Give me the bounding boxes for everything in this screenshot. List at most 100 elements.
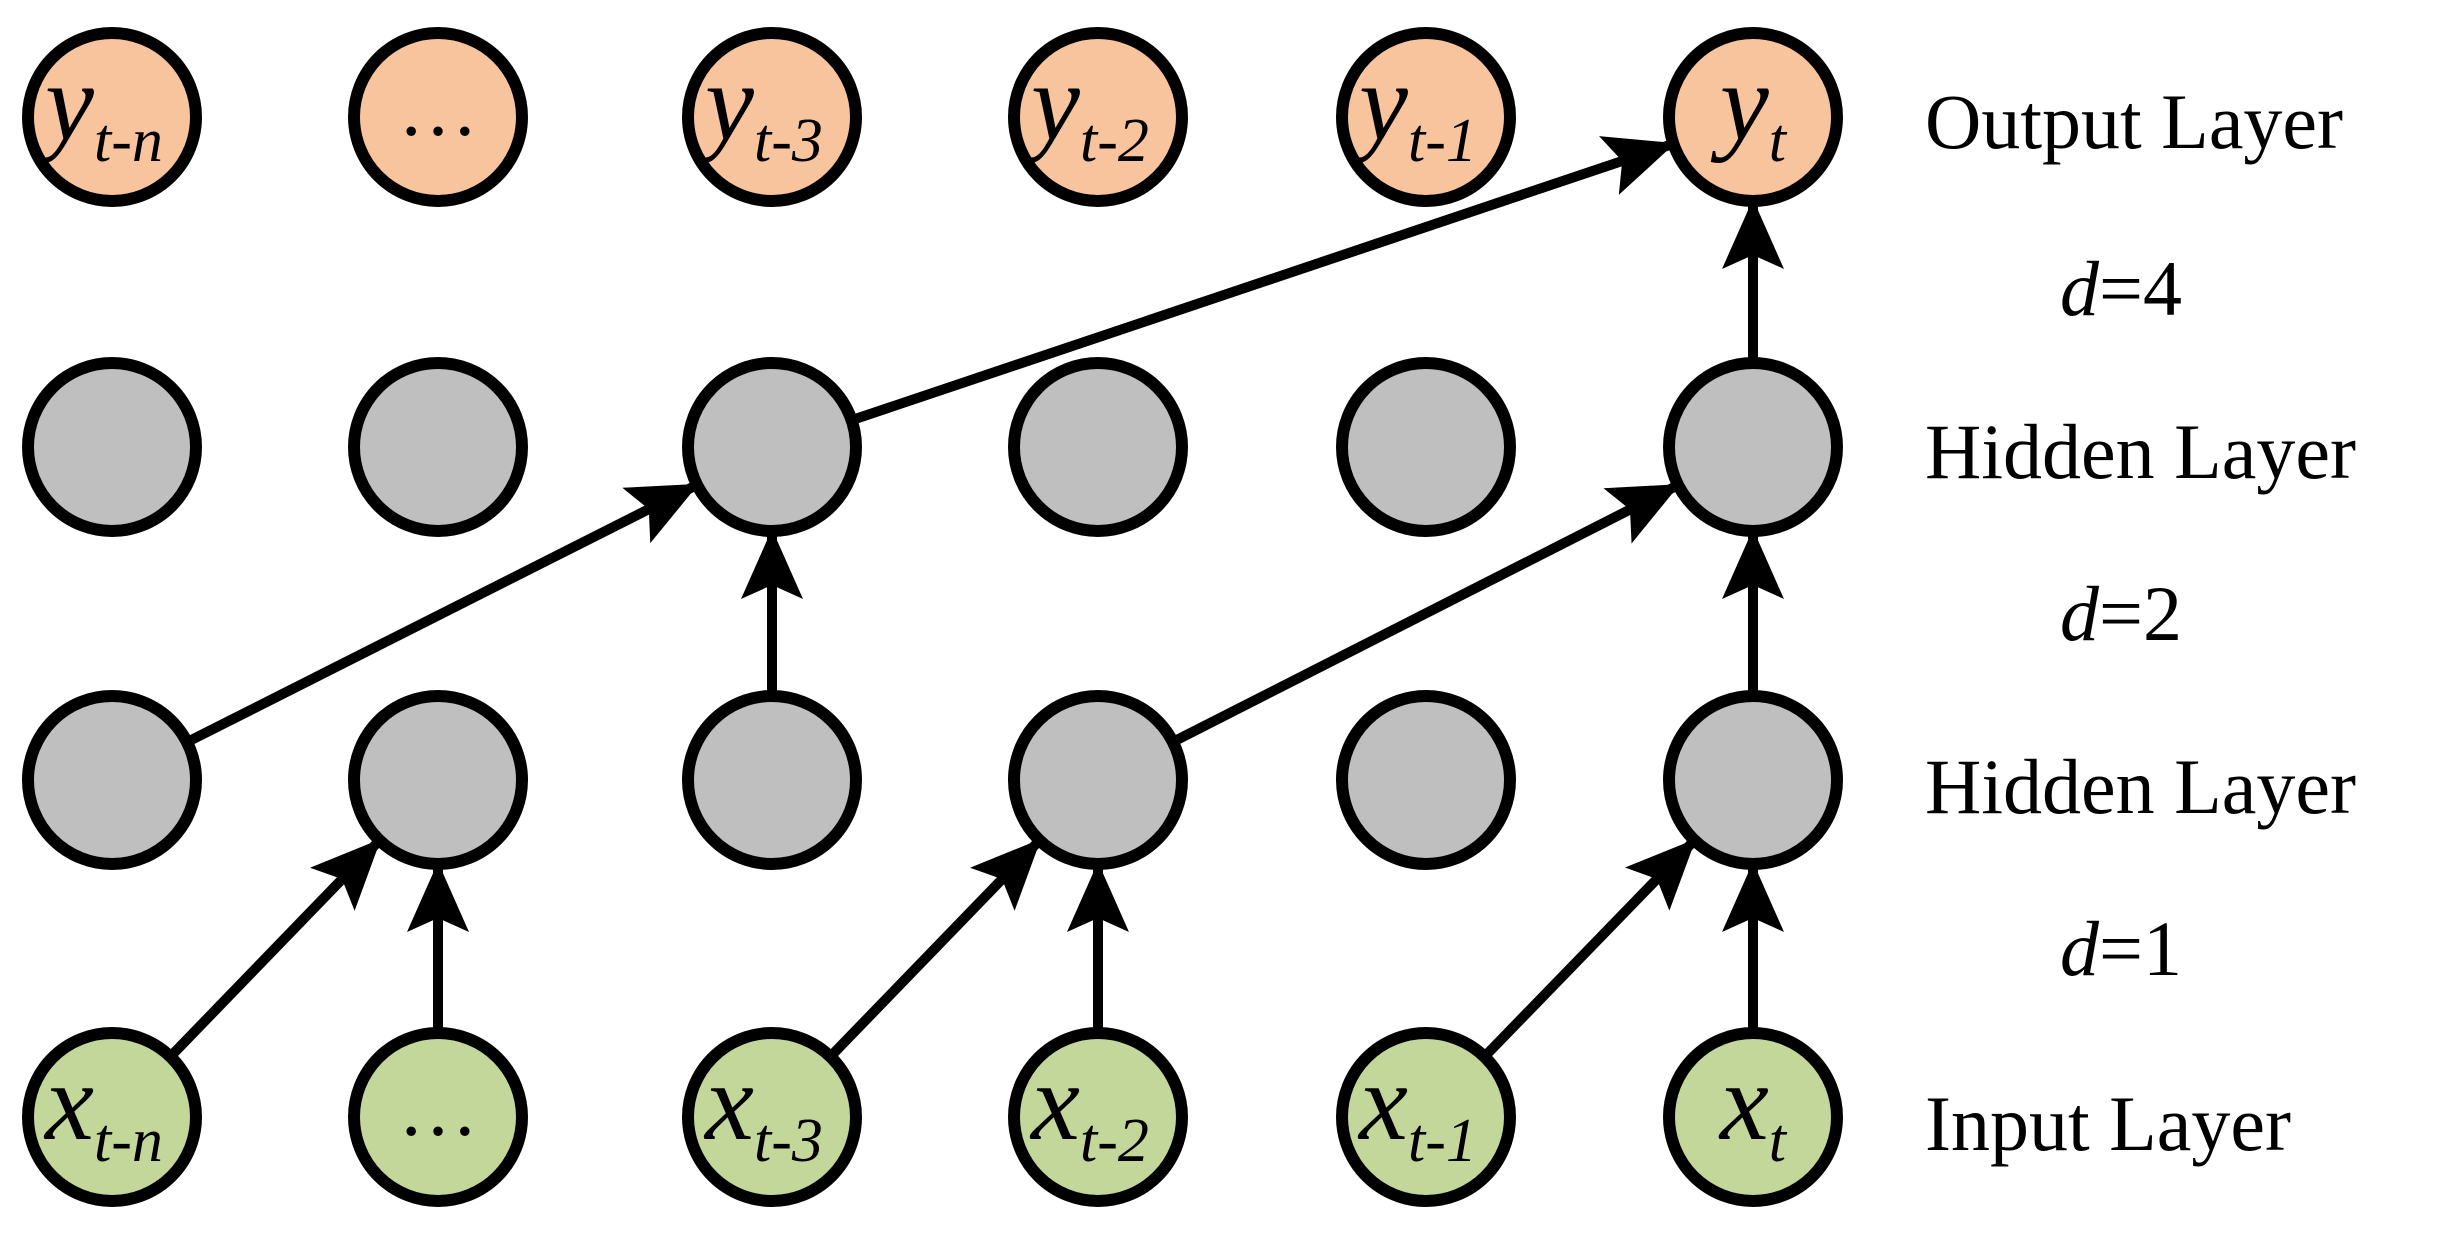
output-node-4: yt-1 — [1336, 27, 1516, 207]
input-node-label-3-subscript: t-2 — [1080, 1107, 1149, 1175]
hidden-1-node-circle — [682, 690, 862, 870]
input-node-label-5-subscript: t — [1769, 1107, 1788, 1175]
output-node-1: … — [348, 27, 528, 207]
input-node-circle — [1663, 1027, 1843, 1207]
output-node-label-5-subscript: t — [1769, 107, 1788, 175]
output-node-label-2-subscript: t-3 — [754, 107, 823, 175]
hidden-1-node-4 — [1336, 690, 1516, 870]
hidden-2-node-0 — [22, 357, 202, 537]
output-layer-label: Output Layer — [1925, 78, 2343, 165]
hidden-2-node-circle — [1008, 357, 1188, 537]
hidden-2-node-circle — [348, 357, 528, 537]
output-node-label-2: yt-3 — [695, 41, 823, 175]
hidden-1-node-circle — [348, 690, 528, 870]
input-node-label-4-base: x — [1357, 1041, 1408, 1163]
hidden-1-node-circle — [1663, 690, 1843, 870]
output-node-label-0-base: y — [35, 41, 94, 163]
input-node-5: xt — [1663, 1027, 1843, 1207]
output-node-label-0: yt-n — [35, 41, 163, 175]
input-node-label-0: xt-n — [43, 1041, 163, 1175]
input-node-label-4-subscript: t-1 — [1408, 1107, 1477, 1175]
dilation-var: d — [2060, 905, 2100, 992]
output-node-label-5-base: y — [1710, 41, 1769, 163]
output-node-3: yt-2 — [1008, 27, 1188, 207]
output-node-label-4: yt-1 — [1349, 41, 1477, 175]
dilation-label-2: d=2 — [2060, 570, 2182, 657]
input-node-3: xt-2 — [1008, 1027, 1188, 1207]
hidden-2-node-4 — [1336, 357, 1516, 537]
output-node-circle — [348, 27, 528, 207]
hidden-2-node-3 — [1008, 357, 1188, 537]
dilation-var: d — [2060, 570, 2100, 657]
hidden-1-node-2 — [682, 690, 862, 870]
input-node-label-5-base: x — [1718, 1041, 1769, 1163]
output-node-circle — [22, 27, 202, 207]
input-node-label-3: xt-2 — [1029, 1041, 1149, 1175]
input-node-0: xt-n — [22, 1027, 202, 1207]
hidden-layer-2-label: Hidden Layer — [1925, 408, 2356, 495]
input-node-label-0-subscript: t-n — [94, 1107, 163, 1175]
dilation-var: d — [2060, 245, 2100, 332]
hidden-1-node-circle — [1336, 690, 1516, 870]
hidden-1-node-circle — [1008, 690, 1188, 870]
input-node-label-0-base: x — [43, 1041, 94, 1163]
input-node-1: … — [348, 1027, 528, 1207]
output-node-circle — [1663, 27, 1843, 207]
input-node-label-2: xt-3 — [703, 1041, 823, 1175]
hidden-2-node-1 — [348, 357, 528, 537]
dilation-label-4: d=4 — [2060, 245, 2182, 332]
hidden-layer-1-label: Hidden Layer — [1925, 743, 2356, 830]
input-node-circle — [1008, 1027, 1188, 1207]
hidden-1-node-0 — [22, 690, 202, 870]
edge-arrow-10 — [838, 136, 1676, 429]
input-node-label-2-base: x — [703, 1041, 754, 1163]
input-node-label-1: … — [398, 1065, 478, 1153]
output-node-label-3-subscript: t-2 — [1080, 107, 1149, 175]
input-node-circle — [1336, 1027, 1516, 1207]
input-node-circle — [22, 1027, 202, 1207]
output-node-circle — [682, 27, 862, 207]
hidden-2-node-circle — [682, 357, 862, 537]
output-node-0: yt-n — [22, 27, 202, 207]
output-node-2: yt-3 — [682, 27, 862, 207]
output-node-label-2-base: y — [695, 41, 754, 163]
connections — [158, 136, 1784, 1069]
edge-arrow-0 — [158, 838, 382, 1069]
input-node-4: xt-1 — [1336, 1027, 1516, 1207]
output-node-label-3-base: y — [1021, 41, 1080, 163]
edge-arrow-8 — [1159, 481, 1680, 752]
hidden-2-node-circle — [1336, 357, 1516, 537]
output-node-label-3: yt-2 — [1021, 41, 1149, 175]
output-node-circle — [1008, 27, 1188, 207]
output-node-circle — [1336, 27, 1516, 207]
edge-arrow-4 — [1472, 838, 1697, 1069]
hidden-1-node-5 — [1663, 690, 1843, 870]
dilation-value: =2 — [2099, 570, 2182, 657]
output-node-5: yt — [1663, 27, 1843, 207]
output-node-label-4-base: y — [1349, 41, 1408, 163]
input-node-label-3-base: x — [1029, 1041, 1080, 1163]
hidden-2-node-5 — [1663, 357, 1843, 537]
output-node-label-1: … — [398, 65, 478, 153]
hidden-2-node-circle — [1663, 357, 1843, 537]
dilation-value: =4 — [2099, 245, 2182, 332]
edge-arrow-2 — [818, 838, 1042, 1069]
input-node-2: xt-3 — [682, 1027, 862, 1207]
output-node-label-5: yt — [1710, 41, 1788, 175]
edge-arrow-6 — [174, 481, 699, 753]
input-layer-label: Input Layer — [1925, 1080, 2291, 1167]
input-node-label-4: xt-1 — [1357, 1041, 1477, 1175]
input-node-circle — [682, 1027, 862, 1207]
hidden-1-node-3 — [1008, 690, 1188, 870]
hidden-1-node-1 — [348, 690, 528, 870]
dilation-label-1: d=1 — [2060, 905, 2182, 992]
input-node-circle — [348, 1027, 528, 1207]
dilation-value: =1 — [2099, 905, 2182, 992]
input-node-label-2-subscript: t-3 — [754, 1107, 823, 1175]
input-node-label-5: xt — [1718, 1041, 1788, 1175]
hidden-2-node-circle — [22, 357, 202, 537]
output-node-label-0-subscript: t-n — [94, 107, 163, 175]
output-node-label-4-subscript: t-1 — [1408, 107, 1477, 175]
